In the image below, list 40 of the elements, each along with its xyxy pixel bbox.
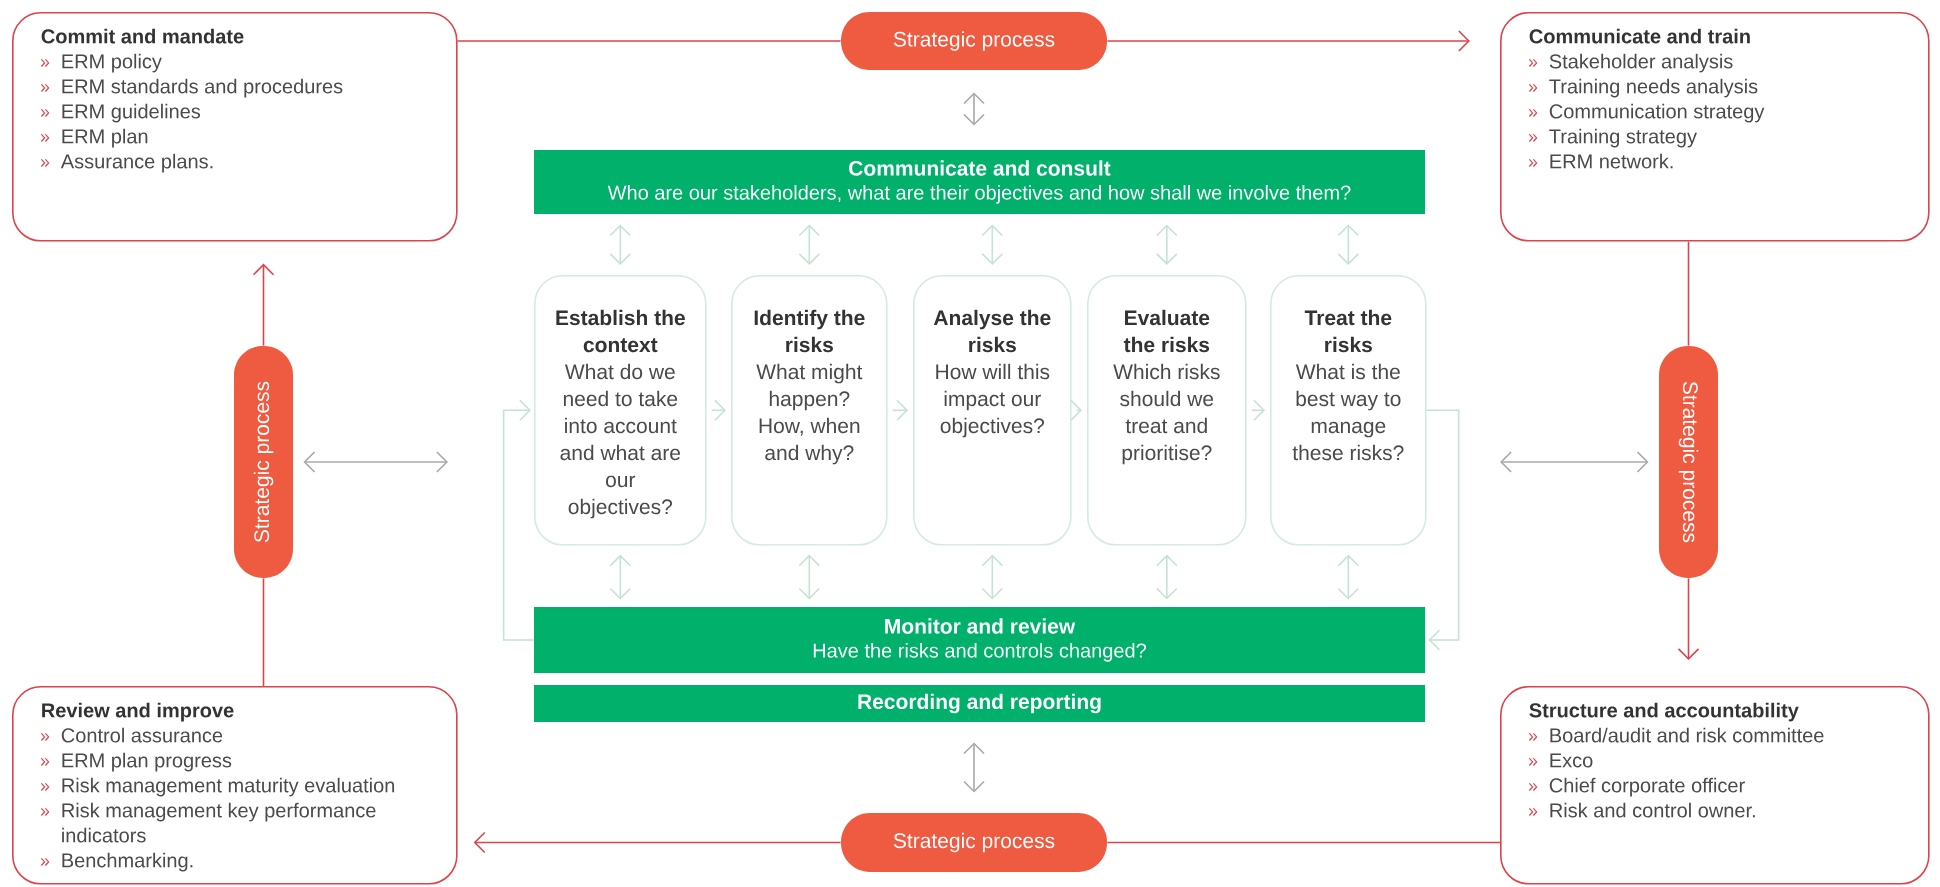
arrow bbox=[963, 92, 985, 126]
step-box: Identify the risks What might happen? How, when and why? bbox=[731, 275, 888, 546]
arrow bbox=[981, 224, 1004, 265]
info-box: Review and improve Control assurance ERM plan progress Risk management maturity evaluation Risk management key performance indicators Benchmarking. bbox=[12, 686, 458, 885]
info-box: Structure and accountability Board/audit and risk committee Exco Chief corporate officer Risk and control owner. bbox=[1500, 686, 1930, 885]
info-box: Commit and mandate ERM policy ERM standards and procedures ERM guidelines ERM plan Assurance plans. bbox=[12, 12, 458, 242]
arrow bbox=[609, 554, 632, 600]
step-box: Establish the context What do we need to take into account and what are our objectives? bbox=[534, 275, 707, 546]
process-bar: Communicate and consult Who are our stakeholders, what are their objectives and how shall we involve them? bbox=[534, 150, 1425, 214]
arrow bbox=[1500, 451, 1649, 473]
arrow bbox=[609, 224, 632, 265]
step-box: Analyse the risks How will this impact our objectives? bbox=[913, 275, 1072, 546]
connector-line bbox=[262, 577, 265, 687]
process-bar: Monitor and review Have the risks and controls changed? bbox=[534, 607, 1425, 673]
arrow bbox=[1425, 409, 1460, 651]
arrow bbox=[1156, 554, 1178, 600]
process-pill: Strategic process bbox=[1659, 346, 1718, 578]
arrow bbox=[798, 554, 821, 600]
connector-line bbox=[456, 40, 842, 42]
arrow bbox=[981, 554, 1004, 600]
arrow bbox=[798, 224, 821, 265]
connector-line bbox=[1687, 240, 1690, 347]
process-pill: Strategic process bbox=[234, 346, 293, 578]
connector-line bbox=[1106, 841, 1501, 844]
arrow bbox=[303, 451, 448, 473]
info-box: Communicate and train Stakeholder analysis Training needs analysis Communication strategy Training strategy ERM network. bbox=[1500, 12, 1930, 242]
step-box: Evaluate the risks Which risks should we treat and prioritise? bbox=[1087, 275, 1247, 546]
step-box: Treat the risks What is the best way to manage these risks? bbox=[1270, 275, 1427, 546]
arrow bbox=[1337, 224, 1360, 265]
arrow bbox=[502, 399, 535, 641]
arrow bbox=[1677, 577, 1700, 660]
arrow bbox=[252, 263, 275, 347]
arrow bbox=[1337, 554, 1360, 600]
process-pill: Strategic process bbox=[841, 12, 1107, 70]
arrow bbox=[473, 831, 842, 854]
arrow bbox=[963, 742, 985, 793]
process-bar: Recording and reporting bbox=[534, 685, 1425, 722]
process-pill: Strategic process bbox=[841, 813, 1107, 872]
arrow bbox=[1156, 224, 1178, 265]
arrow bbox=[1106, 30, 1470, 52]
